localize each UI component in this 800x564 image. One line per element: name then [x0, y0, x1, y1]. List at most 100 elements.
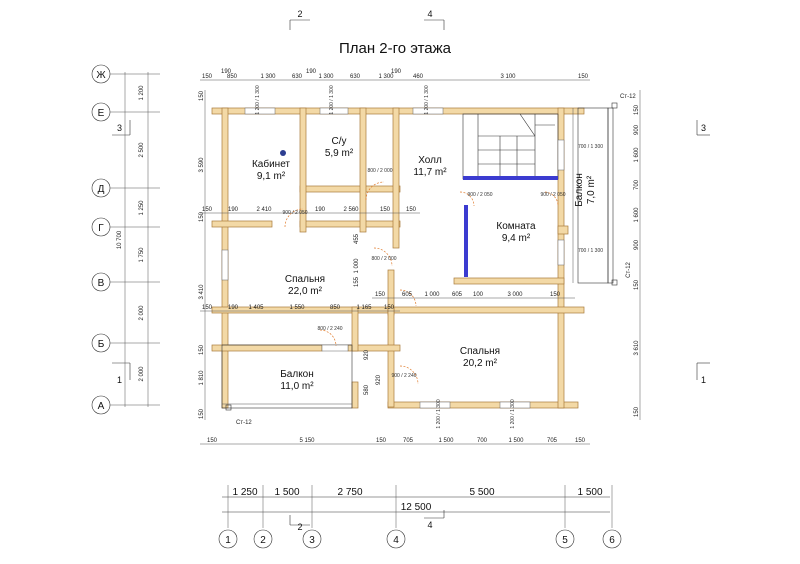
section-marker-bottom-2: 2	[289, 515, 310, 532]
section-marker-left-1: 1	[112, 362, 131, 385]
svg-text:900 / 2 050: 900 / 2 050	[540, 192, 565, 198]
axis-bubble-g: Г	[91, 217, 160, 237]
left-balcony	[221, 344, 353, 409]
svg-text:155: 155	[354, 276, 360, 287]
svg-text:1 000: 1 000	[354, 258, 360, 274]
axis-bubble-3: 3	[302, 529, 322, 549]
svg-text:150: 150	[406, 207, 417, 213]
svg-text:1 200 / 1 300: 1 200 / 1 300	[329, 85, 335, 114]
svg-text:3 000: 3 000	[507, 292, 523, 298]
svg-text:460: 460	[413, 74, 424, 80]
toilet-icon	[280, 150, 286, 156]
svg-text:5 150: 5 150	[299, 438, 315, 444]
svg-text:100: 100	[473, 292, 484, 298]
room-area: 7,0 m²	[586, 175, 597, 204]
building-walls	[211, 107, 585, 409]
interior-dims: 150 190 2 410 190 2 560 150 150 150 190 …	[200, 207, 575, 395]
room-area: 5,9 m²	[325, 148, 354, 159]
axis-bubble-d: Д	[91, 178, 160, 198]
svg-text:1 200 / 1 300: 1 200 / 1 300	[255, 85, 261, 114]
left-dimension-chain: 150 3 590 150 3 410 150 1 810 150	[199, 90, 206, 420]
svg-text:2 560: 2 560	[343, 207, 359, 213]
svg-text:150: 150	[199, 90, 205, 101]
svg-text:1 250: 1 250	[139, 200, 145, 216]
windows	[221, 107, 565, 409]
svg-text:Е: Е	[98, 108, 105, 119]
row-axes: Ж Е Д Г В Б А	[91, 64, 160, 415]
section-marker-bottom-4: 4	[424, 510, 445, 530]
svg-text:Г: Г	[98, 223, 104, 234]
svg-text:190: 190	[228, 207, 239, 213]
svg-text:700 / 1 300: 700 / 1 300	[578, 248, 603, 254]
svg-text:190: 190	[315, 207, 326, 213]
room-area: 20,2 m²	[463, 358, 498, 369]
svg-text:605: 605	[452, 292, 463, 298]
axis-bubble-a: А	[91, 395, 160, 415]
room-name: С/у	[332, 136, 347, 147]
svg-text:455: 455	[354, 233, 360, 244]
svg-text:150: 150	[202, 207, 213, 213]
section-label: 3	[701, 123, 706, 133]
svg-text:2 410: 2 410	[256, 207, 272, 213]
svg-text:1 810: 1 810	[199, 370, 205, 386]
svg-text:150: 150	[199, 408, 205, 419]
bottom-dimension-chain: 1 250 1 500 2 750 5 500 1 500 12 500	[222, 485, 613, 528]
axis-bubble-v: В	[91, 272, 160, 292]
svg-text:150: 150	[376, 438, 387, 444]
axis-bubble-zh: Ж	[91, 64, 160, 84]
axis-bubble-6: 6	[602, 529, 622, 549]
svg-text:6: 6	[609, 535, 615, 546]
section-marker-top-4: 4	[424, 9, 445, 30]
svg-text:Ст-12: Ст-12	[620, 94, 636, 100]
axis-bubble-5: 5	[555, 529, 575, 549]
svg-text:850: 850	[330, 305, 341, 311]
section-label: 2	[297, 9, 302, 19]
doors	[284, 181, 559, 385]
svg-text:190: 190	[391, 69, 402, 75]
svg-text:920: 920	[364, 349, 370, 360]
svg-text:1 405: 1 405	[248, 305, 264, 311]
svg-text:150: 150	[550, 292, 561, 298]
svg-text:1 200: 1 200	[139, 85, 145, 101]
svg-text:150: 150	[207, 438, 218, 444]
svg-text:150: 150	[578, 74, 589, 80]
section-label: 1	[117, 375, 122, 385]
svg-text:1 200 / 1 300: 1 200 / 1 300	[436, 399, 442, 428]
svg-text:150: 150	[375, 292, 386, 298]
svg-text:2 500: 2 500	[139, 142, 145, 158]
plan-title: План 2-го этажа	[339, 40, 452, 57]
svg-text:1 600: 1 600	[634, 147, 640, 163]
svg-text:1 200 / 1 300: 1 200 / 1 300	[424, 85, 430, 114]
svg-text:190: 190	[221, 69, 232, 75]
svg-text:630: 630	[292, 74, 303, 80]
svg-text:3: 3	[309, 535, 315, 546]
right-balcony	[572, 107, 614, 284]
svg-text:150: 150	[202, 74, 213, 80]
svg-text:3 610: 3 610	[634, 340, 640, 356]
room-area: 9,1 m²	[257, 171, 286, 182]
svg-text:3 100: 3 100	[500, 74, 516, 80]
svg-text:1 250: 1 250	[232, 487, 257, 498]
svg-text:1 000: 1 000	[424, 292, 440, 298]
section-label: 4	[427, 9, 432, 19]
room-area: 11,7 m²	[413, 167, 447, 178]
svg-text:150: 150	[199, 211, 205, 222]
svg-text:150: 150	[202, 305, 213, 311]
top-dimension-chain: 150 850 1 300 630 1 300 630 1 300 460 3 …	[200, 69, 590, 81]
svg-text:3 410: 3 410	[199, 284, 205, 300]
axis-bubble-e: Е	[91, 102, 160, 122]
svg-text:150: 150	[199, 344, 205, 355]
section-marker-right-3: 3	[696, 120, 710, 136]
svg-text:5: 5	[562, 535, 568, 546]
room-name: Комната	[496, 221, 536, 232]
svg-text:1 300: 1 300	[260, 74, 276, 80]
svg-text:1 500: 1 500	[438, 438, 454, 444]
svg-text:1 750: 1 750	[139, 247, 145, 263]
svg-text:1 300: 1 300	[318, 74, 334, 80]
section-label: 2	[297, 522, 302, 532]
room-name: Балкон	[574, 173, 585, 207]
svg-text:920: 920	[376, 374, 382, 385]
room-area: 22,0 m²	[288, 286, 323, 297]
svg-text:150: 150	[384, 305, 395, 311]
